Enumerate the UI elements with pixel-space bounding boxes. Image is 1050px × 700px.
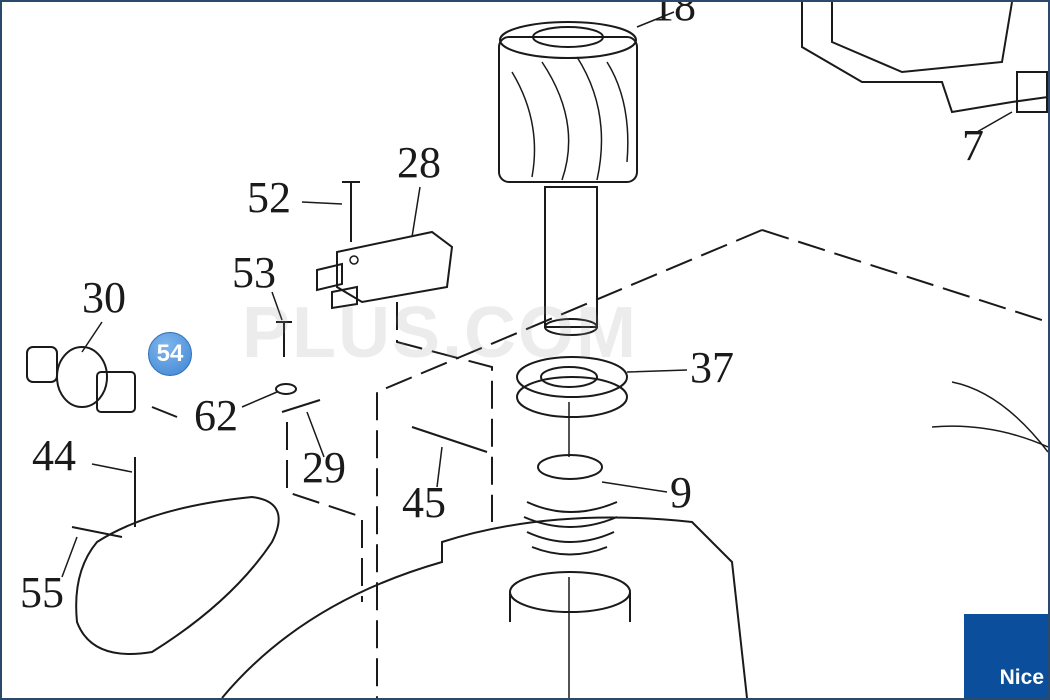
watermark: PLUS.COM — [242, 293, 639, 373]
part-30-lock-cylinder — [26, 346, 136, 413]
label-part-18[interactable]: 18 — [652, 2, 696, 30]
part-45-pin — [411, 426, 488, 453]
label-part-29[interactable]: 29 — [302, 443, 346, 492]
part-53-screw — [276, 321, 292, 357]
part-9-gear — [523, 454, 618, 556]
assembly-guide-line — [396, 302, 493, 522]
label-part-37[interactable]: 37 — [690, 343, 734, 392]
label-part-52[interactable]: 52 — [247, 173, 291, 222]
part-54-screw — [151, 406, 178, 418]
part-54-hotspot-badge[interactable]: 54 — [148, 332, 192, 376]
label-part-55[interactable]: 55 — [20, 568, 64, 617]
part-cover-plate — [75, 495, 280, 655]
assembly-guide-line — [376, 229, 763, 698]
label-part-30[interactable]: 30 — [82, 273, 126, 322]
label-part-9[interactable]: 9 — [670, 468, 692, 517]
nice-logo: Nice — [964, 614, 1048, 698]
label-part-44[interactable]: 44 — [32, 431, 76, 480]
part-37-bearing — [516, 356, 628, 418]
part-55-screw — [71, 526, 123, 538]
label-part-45[interactable]: 45 — [402, 478, 446, 527]
label-part-62[interactable]: 62 — [194, 391, 238, 440]
part-52-screw — [342, 181, 360, 242]
motor-housing — [221, 516, 748, 698]
label-part-7[interactable]: 7 — [962, 121, 984, 170]
assembly-guide-line — [761, 229, 1048, 323]
label-part-28[interactable]: 28 — [397, 138, 441, 187]
part-62-washer — [275, 383, 297, 395]
assembly-guide-line — [286, 422, 363, 602]
part-29-pin — [281, 399, 321, 413]
wires — [931, 381, 1048, 453]
logo-text: Nice — [999, 666, 1044, 689]
part-18-rotor — [498, 21, 638, 336]
label-part-53[interactable]: 53 — [232, 248, 276, 297]
part-7-cover — [801, 2, 1048, 114]
part-28-microswitch — [316, 230, 454, 310]
